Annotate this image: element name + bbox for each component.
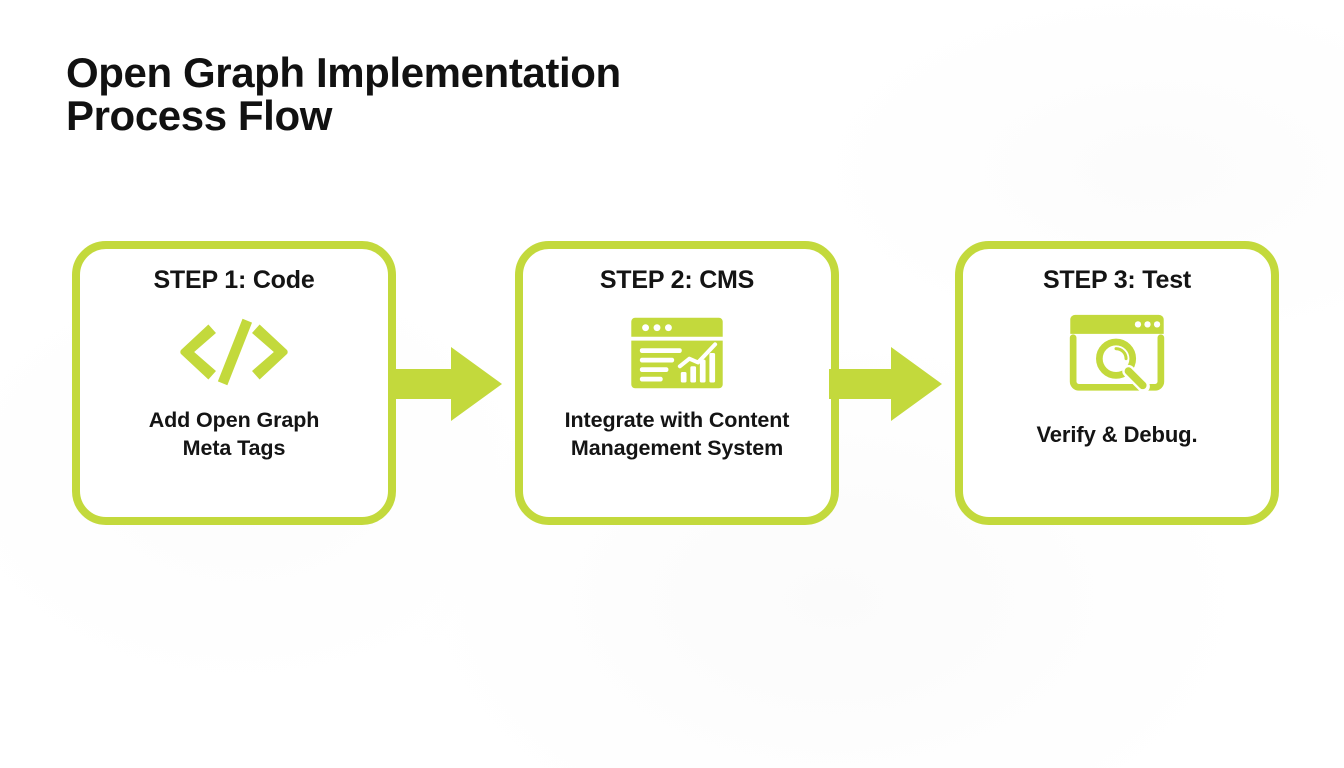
dashboard-window-icon	[631, 309, 723, 395]
step-card-2-title: STEP 2: CMS	[599, 266, 755, 294]
arrow-right-icon-2	[829, 345, 943, 423]
step-card-2-description: Integrate with Content Management System	[564, 407, 790, 460]
step-card-2[interactable]: STEP 2: CMS	[515, 241, 839, 525]
code-brackets-icon	[178, 309, 290, 395]
arrow-right-icon-1	[389, 345, 503, 423]
step-card-1[interactable]: STEP 1: Code Add Open Graph Meta Tags	[72, 241, 396, 525]
browser-search-icon	[1069, 309, 1165, 395]
page-title: Open Graph Implementation Process Flow	[66, 49, 621, 139]
step-card-1-title: STEP 1: Code	[153, 266, 315, 294]
step-card-3-title: STEP 3: Test	[1042, 266, 1192, 294]
step-card-3[interactable]: STEP 3: Test Verify & Debug.	[955, 241, 1279, 525]
process-flow-diagram: STEP 1: Code Add Open Graph Meta Tags ST…	[0, 241, 1344, 525]
step-card-3-description: Verify & Debug.	[1036, 421, 1198, 447]
step-card-1-description: Add Open Graph Meta Tags	[148, 407, 320, 460]
